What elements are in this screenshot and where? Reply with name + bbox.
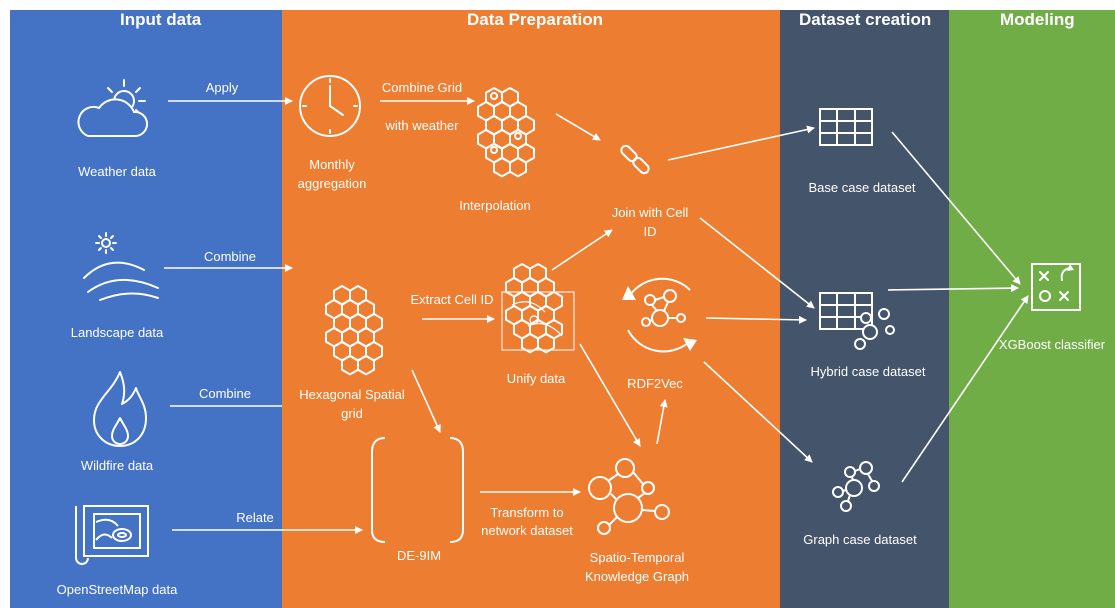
combine-grid-label-line2: with weather xyxy=(385,118,459,133)
extract-cell-id-edge-label: Extract Cell ID xyxy=(410,292,494,307)
hex-map-icon xyxy=(501,264,575,352)
openstreetmap-data-label: OpenStreetMap data xyxy=(56,582,178,597)
hex-grid-pin-icon xyxy=(478,88,534,176)
transform-label-line1: Transform to xyxy=(490,505,564,520)
flame-icon xyxy=(93,371,147,447)
lane-title-prep: Data Preparation xyxy=(467,10,604,29)
map-scroll-icon xyxy=(75,505,149,565)
knowledge-graph-icon xyxy=(588,458,670,535)
monthly-aggregation-label-line2: aggregation xyxy=(297,176,367,191)
combine-wildfire-edge-label: Combine xyxy=(198,386,252,401)
table-graph-icon xyxy=(819,292,895,350)
hexagonal-grid-label-line1: Hexagonal Spatial xyxy=(299,387,405,402)
apply-edge-label: Apply xyxy=(205,80,239,95)
sun-cloud-icon xyxy=(77,79,148,137)
knowledge-graph-label-line2: Knowledge Graph xyxy=(584,569,690,584)
lane-title-dataset: Dataset creation xyxy=(799,10,932,29)
wildfire-data-label: Wildfire data xyxy=(80,458,154,473)
join-cell-id-label-line1: Join with Cell xyxy=(611,205,689,220)
lane-title-modeling: Modeling xyxy=(1000,10,1075,29)
join-cell-id-label-line2: ID xyxy=(643,224,657,239)
lane-input-data xyxy=(10,10,282,608)
combine-grid-label-line1: Combine Grid xyxy=(381,80,463,95)
hexagonal-grid-label-line2: grid xyxy=(341,406,363,421)
strategy-board-icon xyxy=(1031,263,1081,311)
graph-case-dataset-label: Graph case dataset xyxy=(803,532,917,547)
de9im-label: DE-9IM xyxy=(396,548,442,563)
knowledge-graph-label-line1: Spatio-Temporal xyxy=(589,550,685,565)
table-icon xyxy=(819,108,873,146)
xgboost-classifier-label: XGBoost classifier xyxy=(998,337,1106,352)
clock-icon xyxy=(299,75,361,137)
bracket-icon xyxy=(371,437,464,543)
unify-data-label: Unify data xyxy=(506,371,566,386)
base-case-dataset-label: Base case dataset xyxy=(808,180,916,195)
combine-landscape-edge-label: Combine xyxy=(203,249,257,264)
lane-data-preparation xyxy=(282,10,780,608)
interpolation-label: Interpolation xyxy=(459,198,531,213)
link-icon xyxy=(620,144,650,175)
weather-data-label: Weather data xyxy=(78,164,156,179)
transform-label-line2: network dataset xyxy=(481,523,573,538)
hybrid-case-dataset-label: Hybrid case dataset xyxy=(810,364,926,379)
flow-arrows xyxy=(164,97,1029,534)
monthly-aggregation-label-line1: Monthly xyxy=(309,157,355,172)
sun-hills-icon xyxy=(83,232,159,301)
cycle-graph-icon xyxy=(622,277,697,353)
relate-edge-label: Relate xyxy=(236,510,274,525)
graph-icon xyxy=(832,461,880,512)
lane-title-input: Input data xyxy=(120,10,202,29)
hex-grid-icon xyxy=(326,286,382,374)
rdf2vec-label: RDF2Vec xyxy=(627,376,683,391)
landscape-data-label: Landscape data xyxy=(70,325,164,340)
